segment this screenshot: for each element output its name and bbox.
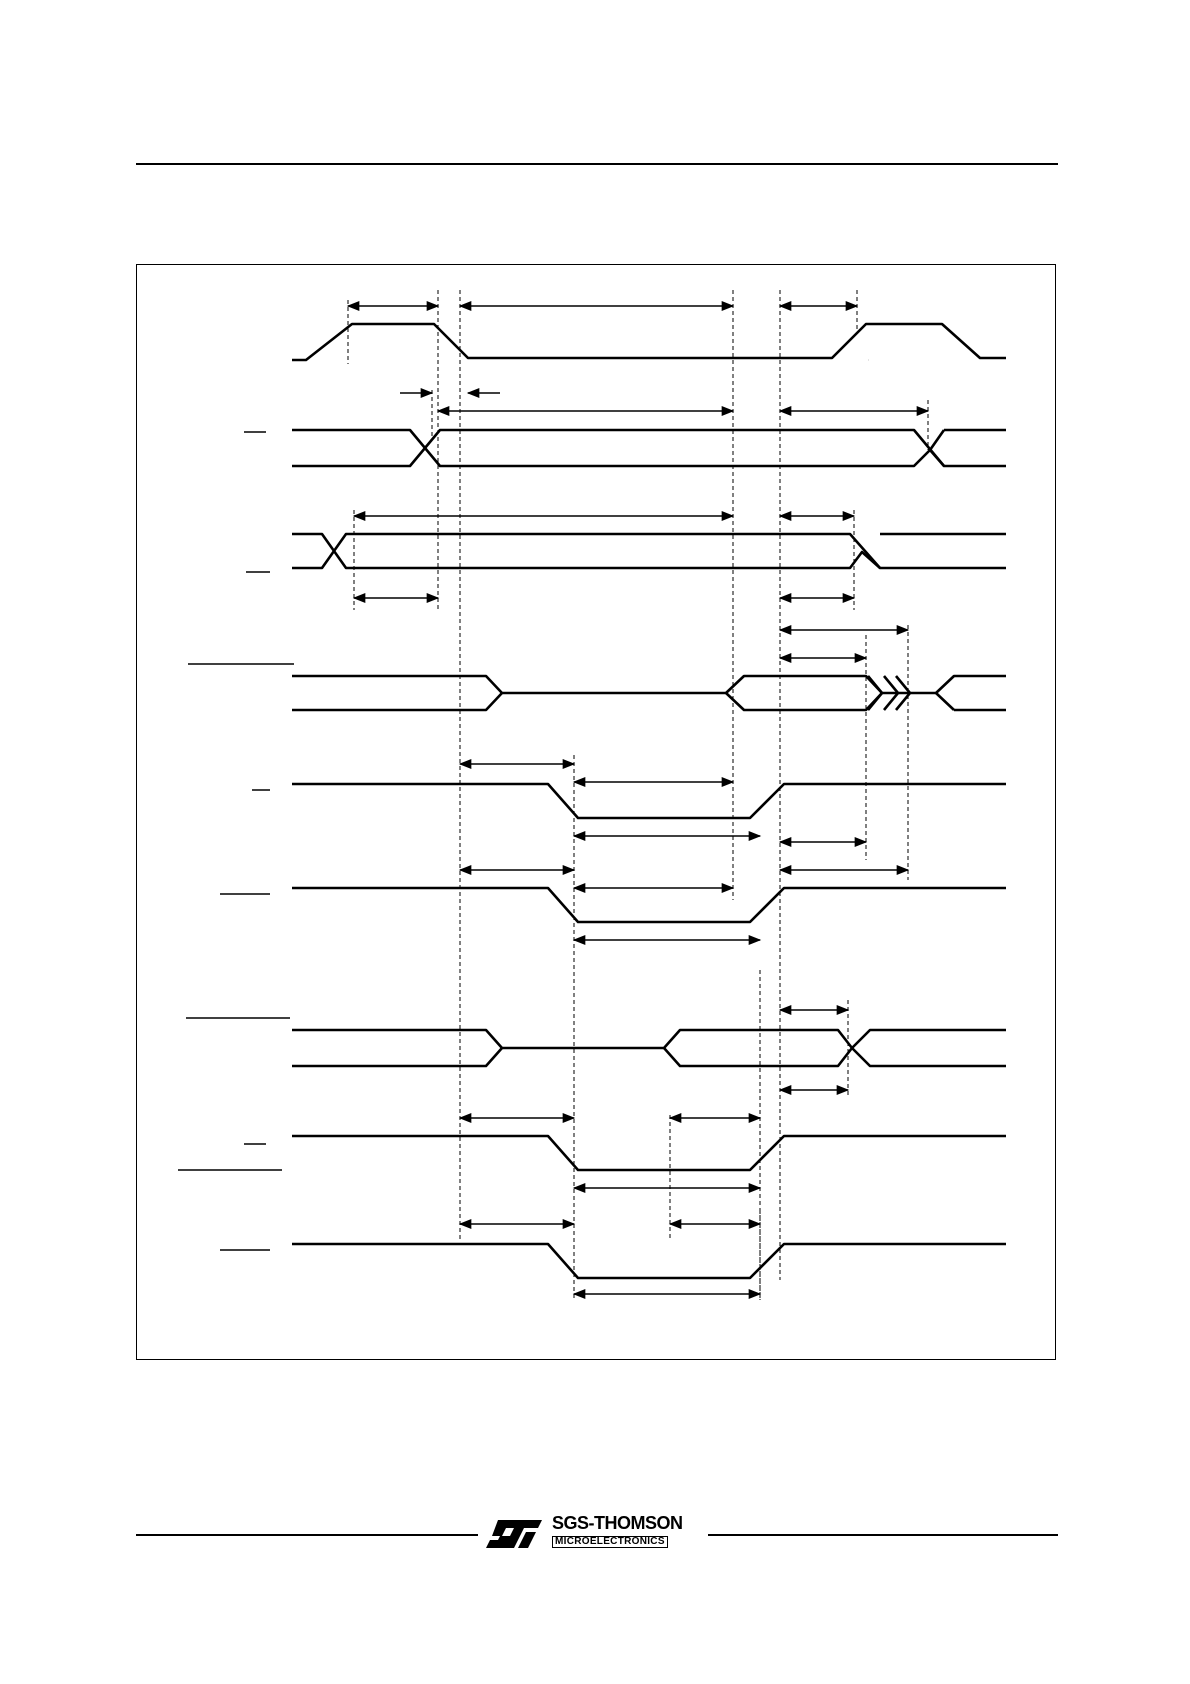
signal-waveform bbox=[894, 675, 912, 711]
signal-waveform bbox=[882, 675, 900, 711]
brand-block: SGS-THOMSON MICROELECTRONICS bbox=[552, 1514, 683, 1548]
brand-name: SGS-THOMSON bbox=[552, 1513, 683, 1533]
footer-rule-right bbox=[708, 1534, 1058, 1536]
st-logo-icon bbox=[486, 1520, 542, 1548]
signal-waveform bbox=[928, 429, 946, 451]
signal-waveform bbox=[725, 692, 883, 712]
header-rule bbox=[136, 163, 1058, 165]
signal-waveform bbox=[866, 675, 884, 711]
timing-diagram-frame bbox=[136, 264, 1056, 1360]
signal-waveform bbox=[935, 692, 955, 711]
signal-waveform bbox=[292, 692, 503, 712]
signal-waveform bbox=[292, 428, 945, 468]
signal-waveform bbox=[292, 532, 881, 570]
brand-subtitle: MICROELECTRONICS bbox=[552, 1536, 668, 1548]
signal-waveform bbox=[292, 1134, 1006, 1172]
signal-waveform bbox=[663, 1046, 1006, 1068]
signal-waveform bbox=[292, 532, 1006, 570]
signal-waveform bbox=[292, 428, 1006, 468]
signal-waveform bbox=[292, 1028, 1006, 1050]
signal-waveform bbox=[292, 674, 1006, 695]
signal-waveform bbox=[292, 1047, 503, 1068]
signal-waveform bbox=[292, 322, 1006, 362]
footer-rule-left bbox=[136, 1534, 478, 1536]
signal-waveform bbox=[292, 782, 1006, 820]
signal-waveform bbox=[292, 886, 1006, 924]
signal-waveform bbox=[292, 1242, 1006, 1280]
